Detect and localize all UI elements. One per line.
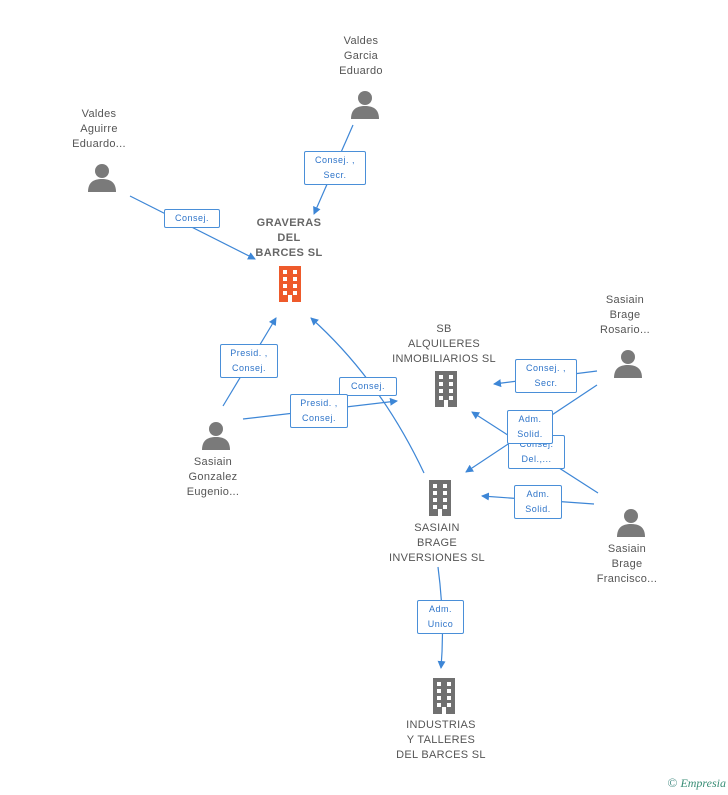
label-line: Eduardo <box>339 65 383 77</box>
label-line: Garcia <box>343 50 379 62</box>
building-icon[interactable] <box>433 678 455 714</box>
role-badge[interactable]: Consej. <box>339 377 397 396</box>
role-line: Del.,... <box>521 454 552 464</box>
building-icon[interactable] <box>435 371 457 407</box>
label-line: Aguirre <box>80 123 118 135</box>
role-badge[interactable]: Consej. , Secr. <box>304 151 366 185</box>
label-line: Y TALLERES <box>406 734 476 746</box>
role-line: Solid. <box>517 429 543 439</box>
role-badge[interactable]: Adm. Solid. <box>507 410 553 444</box>
node-label-graveras[interactable]: GRAVERAS DEL BARCES SL <box>255 216 322 261</box>
brand-name: Empresia <box>680 776 726 790</box>
role-badge[interactable]: Presid. , Consej. <box>220 344 278 378</box>
label-line: DEL <box>277 232 301 244</box>
label-line: Valdes <box>81 108 117 120</box>
label-line: SB <box>436 323 452 335</box>
label-line: SASIAIN <box>414 522 460 534</box>
person-icon[interactable] <box>202 422 230 450</box>
building-icon[interactable] <box>279 266 301 302</box>
node-label-valdes-garcia[interactable]: Valdes Garcia Eduardo <box>339 34 383 79</box>
role-line: Consej. , <box>314 155 356 165</box>
person-icon[interactable] <box>614 350 642 378</box>
role-line: Presid. , <box>230 348 268 358</box>
label-line: Valdes <box>343 35 379 47</box>
building-icon[interactable] <box>429 480 451 516</box>
label-line: Brage <box>609 309 641 321</box>
person-icon[interactable] <box>88 164 116 192</box>
node-label-sb[interactable]: SB ALQUILERES INMOBILIARIOS SL <box>392 322 496 367</box>
label-line: BARCES SL <box>255 247 323 259</box>
person-icon[interactable] <box>351 91 379 119</box>
role-line: Consej. <box>519 439 554 449</box>
label-line: Sasiain <box>605 294 645 306</box>
role-line: Consej. <box>301 413 336 423</box>
label-line: ALQUILERES <box>407 338 481 350</box>
role-line: Adm. <box>526 489 550 499</box>
label-line: Sasiain <box>193 456 233 468</box>
label-line: Sasiain <box>607 543 647 555</box>
role-line: Consej. <box>231 363 266 373</box>
label-line: BRAGE <box>416 537 457 549</box>
role-line: Adm. <box>428 604 452 614</box>
role-badge[interactable]: Presid. , Consej. <box>290 394 348 428</box>
node-label-valdes-aguirre[interactable]: Valdes Aguirre Eduardo... <box>72 107 126 152</box>
role-line: Presid. , <box>300 398 338 408</box>
node-label-sasiain-inversiones[interactable]: SASIAIN BRAGE INVERSIONES SL <box>389 521 485 566</box>
label-line: INMOBILIARIOS SL <box>392 353 496 365</box>
label-line: Eugenio... <box>186 486 240 498</box>
node-label-sasiain-rosario[interactable]: Sasiain Brage Rosario... <box>600 293 650 338</box>
footer-brand[interactable]: ©Empresia <box>668 775 726 791</box>
label-line: DEL BARCES SL <box>396 749 486 761</box>
role-line: Unico <box>427 619 454 629</box>
role-line: Solid. <box>525 504 551 514</box>
role-line: Secr. <box>323 170 347 180</box>
role-line: Secr. <box>534 378 558 388</box>
role-badge[interactable]: Consej. , Secr. <box>515 359 577 393</box>
node-label-industrias[interactable]: INDUSTRIAS Y TALLERES DEL BARCES SL <box>396 718 486 763</box>
label-line: Gonzalez <box>188 471 238 483</box>
node-label-sasiain-francisco[interactable]: Sasiain Brage Francisco... <box>597 542 657 587</box>
role-line: Consej. <box>174 213 209 223</box>
label-line: INDUSTRIAS <box>406 719 476 731</box>
label-line: INVERSIONES SL <box>389 552 485 564</box>
role-line: Adm. <box>518 414 542 424</box>
node-label-sasiain-gonzalez[interactable]: Sasiain Gonzalez Eugenio... <box>187 455 240 500</box>
label-line: Francisco... <box>596 573 658 585</box>
label-line: Brage <box>611 558 643 570</box>
role-line: Consej. <box>350 381 385 391</box>
label-line: Eduardo... <box>72 138 126 150</box>
role-badge[interactable]: Adm. Unico <box>417 600 464 634</box>
role-badge[interactable]: Consej. <box>164 209 220 228</box>
person-icon[interactable] <box>617 509 645 537</box>
label-line: Rosario... <box>599 324 651 336</box>
role-line: Consej. , <box>525 363 567 373</box>
copyright-icon: © <box>667 775 678 790</box>
role-badge[interactable]: Adm. Solid. <box>514 485 562 519</box>
label-line: GRAVERAS <box>256 217 322 229</box>
